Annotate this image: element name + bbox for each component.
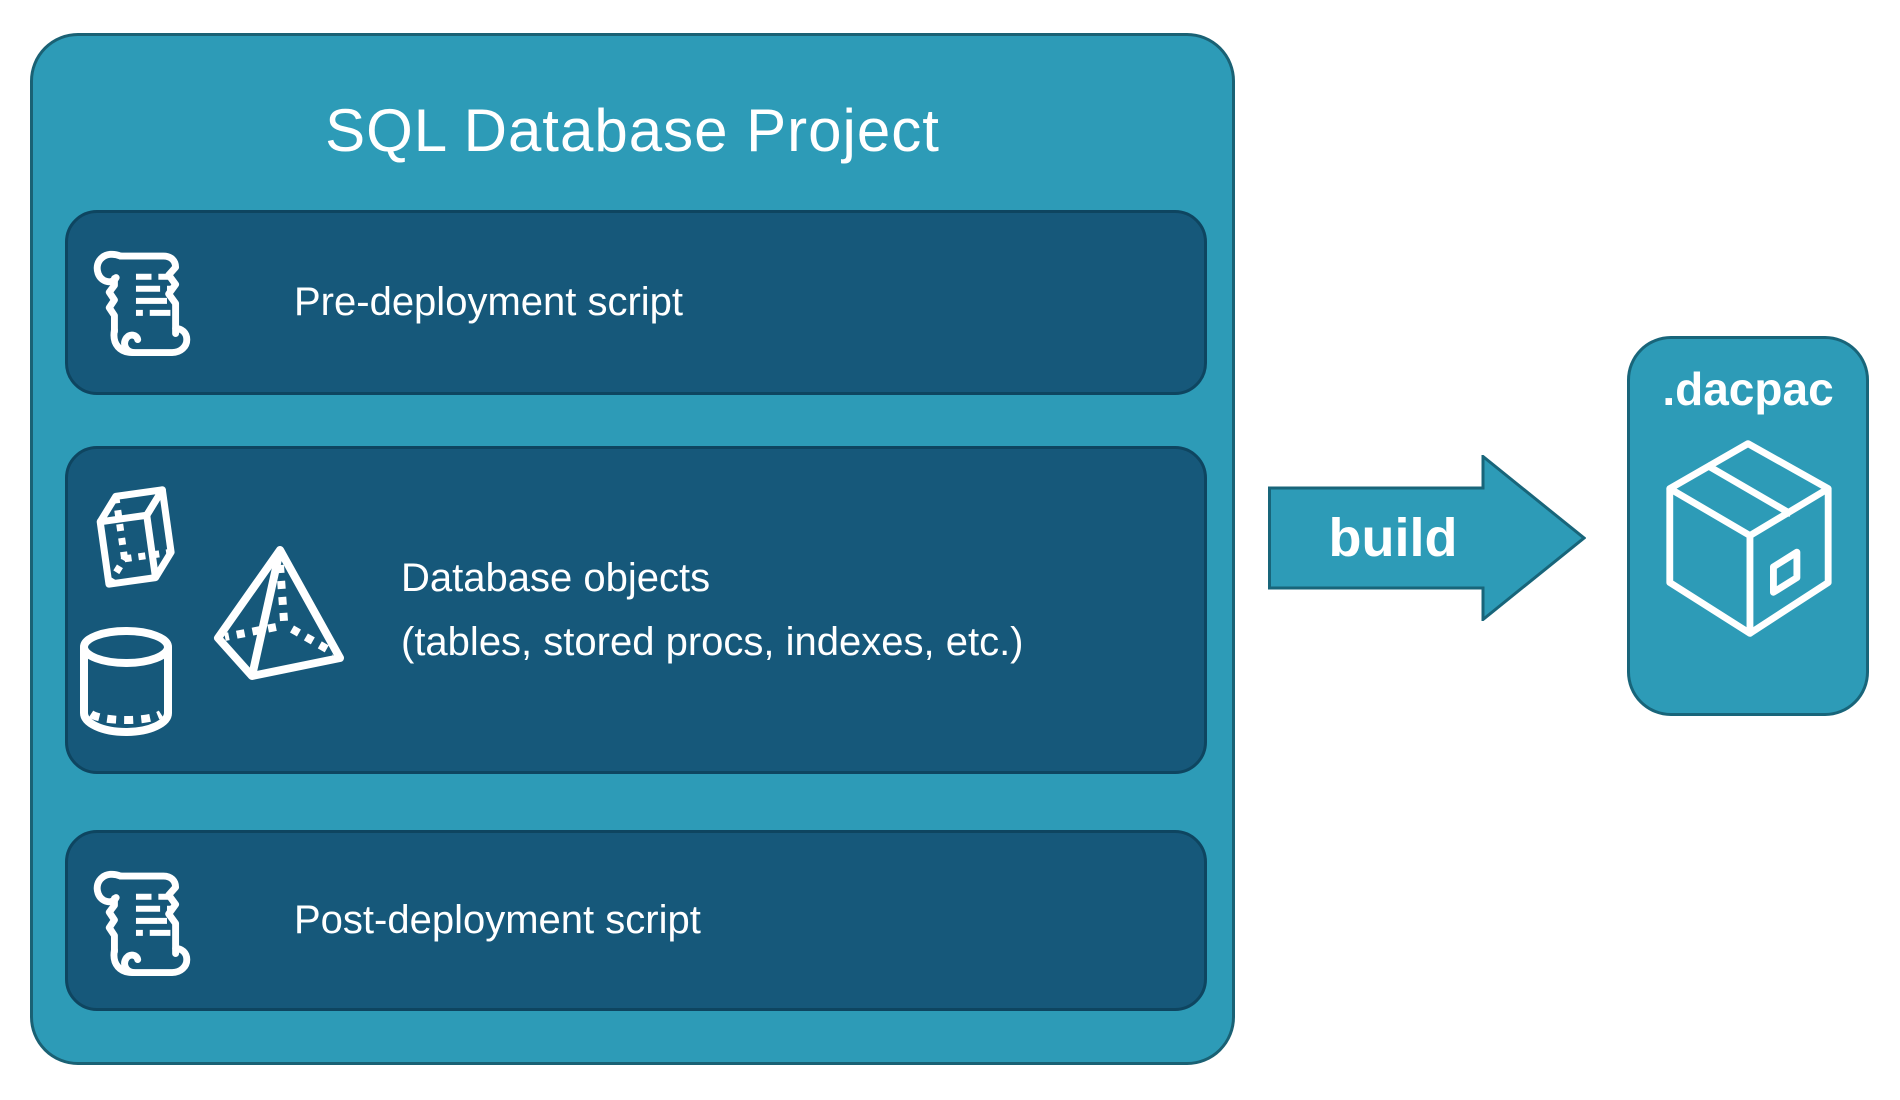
post-deployment-box: Post-deployment script <box>65 830 1207 1011</box>
package-icon <box>1660 437 1836 639</box>
panel-title: SQL Database Project <box>325 97 940 164</box>
pre-deployment-label: Pre-deployment script <box>294 280 684 324</box>
dacpac-card: .dacpac <box>1627 336 1869 716</box>
dacpac-label: .dacpac <box>1662 363 1834 415</box>
database-objects-line2: (tables, stored procs, indexes, etc.) <box>401 620 1024 664</box>
pyramid-icon <box>212 545 346 683</box>
database-objects-label: Database objects (tables, stored procs, … <box>401 546 1024 674</box>
build-arrow: build <box>1268 455 1586 621</box>
pre-deployment-box: Pre-deployment script <box>65 210 1207 395</box>
cube-icon <box>89 479 197 599</box>
database-objects-box: Database objects (tables, stored procs, … <box>65 446 1207 774</box>
sql-project-panel: SQL Database Project P <box>30 33 1235 1065</box>
post-deployment-label: Post-deployment script <box>294 898 701 942</box>
database-objects-line1: Database objects <box>401 556 711 600</box>
cylinder-icon <box>76 625 177 738</box>
build-label: build <box>1328 508 1458 568</box>
scroll-icon <box>86 862 198 990</box>
scroll-icon <box>86 242 198 370</box>
arrow-right-icon <box>1268 455 1586 621</box>
